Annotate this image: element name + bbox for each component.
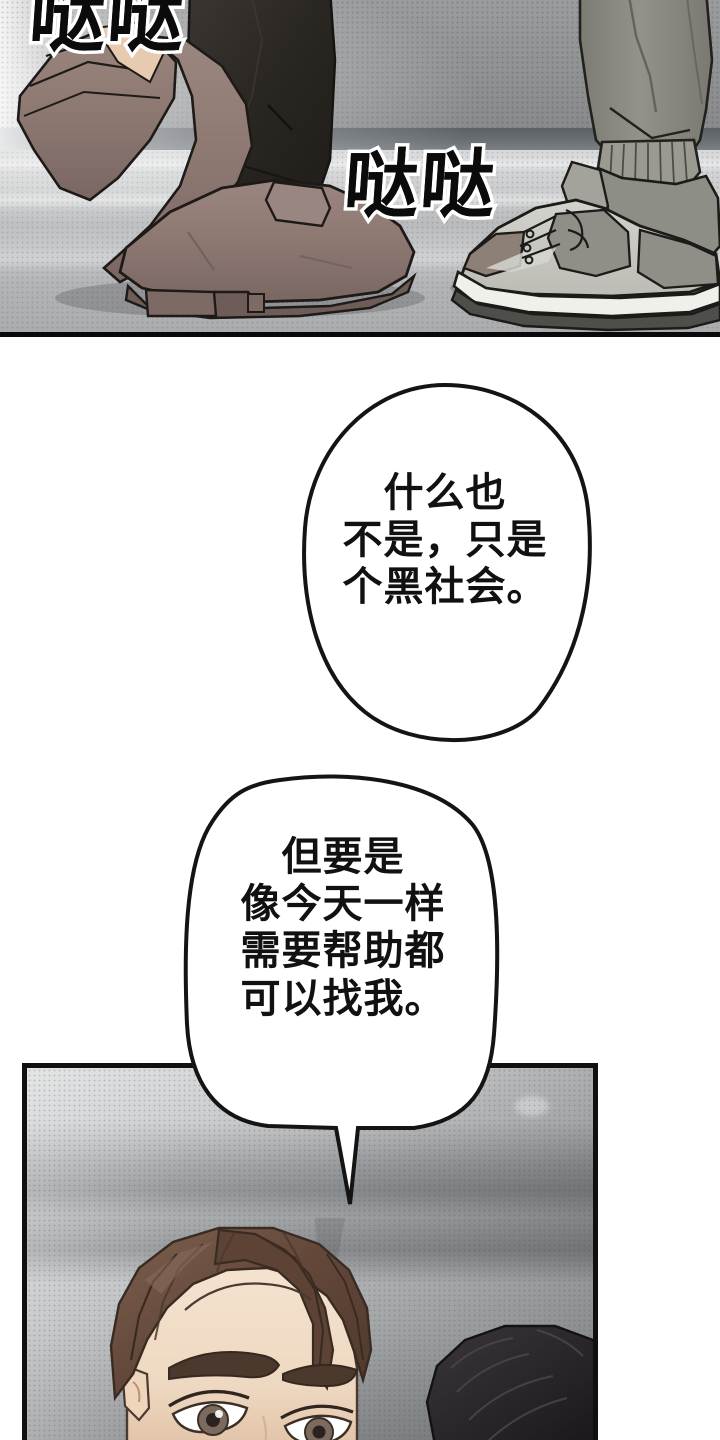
feet-line-art	[16, 0, 720, 332]
bubble-1-text: 什么也 不是，只是 个黑社会。	[342, 470, 548, 611]
speech-bubble-first: 什么也 不是，只是 个黑社会。	[297, 382, 593, 748]
face-line-art	[109, 1218, 593, 1440]
panel-feet-street: 哒哒 哒哒 哒哒 哒哒	[0, 0, 720, 337]
speech-bubble-second: 但要是 像今天一样 需要帮助都 可以找我。	[182, 772, 504, 1212]
bubble-2-shape	[183, 774, 500, 1205]
footstep-sfx-clipped: 哒哒	[26, 0, 189, 62]
ceiling-light-blob	[515, 1096, 549, 1116]
bubble-1-shape	[302, 382, 592, 743]
footstep-sfx: 哒哒	[341, 142, 500, 228]
bubble-2-text: 但要是 像今天一样 需要帮助都 可以找我。	[240, 834, 446, 1022]
